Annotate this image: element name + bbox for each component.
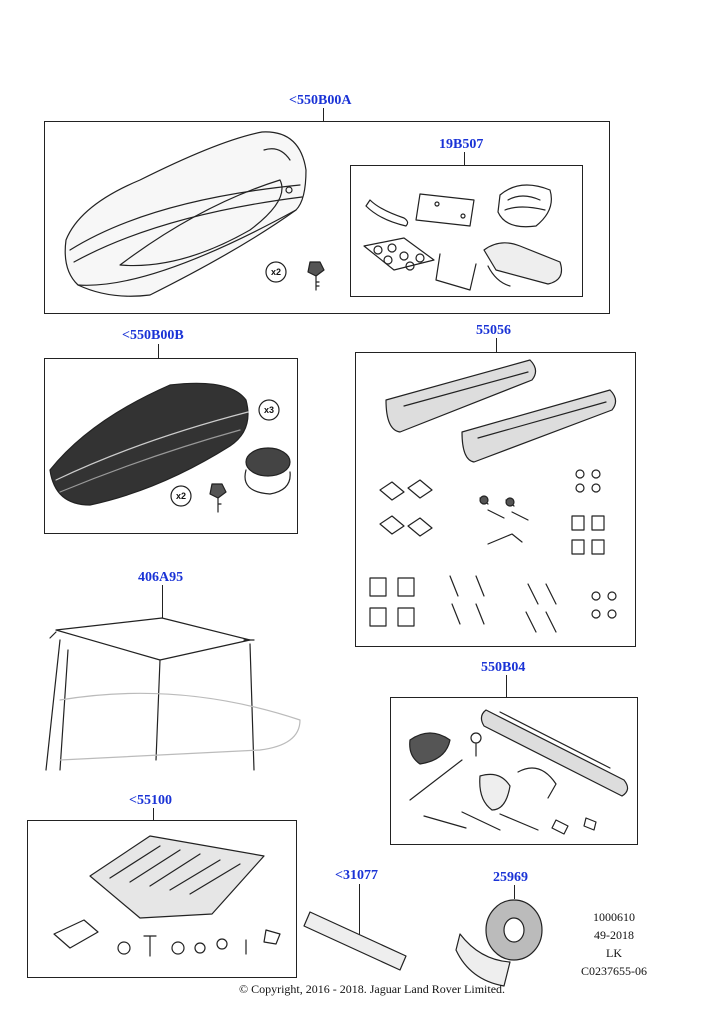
drawing-reference: 1000610 49-2018 LK C0237655-06	[564, 908, 664, 980]
leader-550B00B	[158, 344, 159, 358]
roof-tray-illustration	[53, 835, 281, 957]
leader-25969	[514, 885, 515, 899]
leader-19B507	[464, 152, 465, 165]
part-label-406A95[interactable]: 406A95	[138, 570, 184, 585]
part-label-550B00A[interactable]: <550B00A	[289, 93, 352, 108]
part-label-19B507[interactable]: 19B507	[439, 137, 484, 152]
fitting-kit-illustration	[363, 184, 563, 291]
part-label-55100[interactable]: <55100	[129, 793, 172, 808]
reference-line-3: LK	[606, 946, 622, 960]
reference-line-2: 49-2018	[594, 928, 634, 942]
leader-31077	[359, 884, 360, 940]
bike-carrier-illustration	[409, 709, 629, 835]
reference-line-1: 1000610	[593, 910, 635, 924]
roof-box-a-illustration	[64, 131, 307, 297]
adhesive-tape-illustration	[244, 399, 291, 495]
quantity-callout-keys-a: x2	[271, 267, 281, 277]
leader-55100	[153, 808, 154, 820]
part-label-25969[interactable]: 25969	[493, 870, 528, 885]
leader-550B00A	[323, 108, 324, 121]
ski-carrier-illustration	[369, 359, 617, 633]
key-icon	[265, 261, 325, 291]
key-icon	[170, 483, 227, 513]
quantity-callout-keys-b: x2	[176, 491, 186, 501]
ratchet-strap-illustration	[455, 899, 543, 987]
leader-550B04	[506, 675, 507, 697]
part-label-550B00B[interactable]: <550B00B	[122, 328, 184, 343]
hoist-illustration	[45, 617, 301, 771]
quantity-callout-tape-b: x3	[264, 405, 274, 415]
part-label-55056[interactable]: 55056	[476, 323, 511, 338]
copyright-notice: © Copyright, 2016 - 2018. Jaguar Land Ro…	[238, 982, 506, 996]
leader-406A95	[162, 585, 163, 618]
part-label-31077[interactable]: <31077	[335, 868, 378, 883]
rubber-strip-illustration	[303, 911, 407, 971]
part-label-550B04[interactable]: 550B04	[481, 660, 526, 675]
leader-55056	[496, 338, 497, 352]
roof-box-b-illustration	[49, 382, 249, 506]
reference-line-4: C0237655-06	[581, 964, 647, 978]
